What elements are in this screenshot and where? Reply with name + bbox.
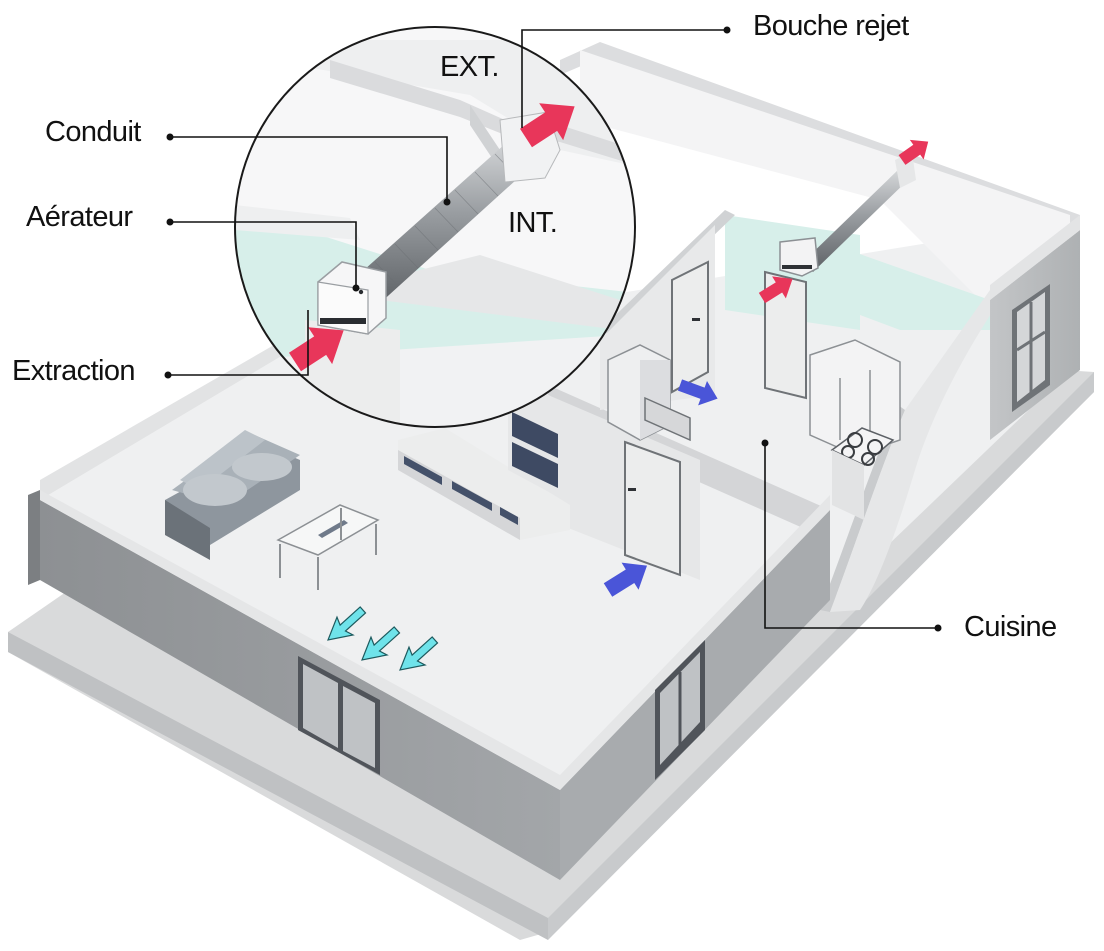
cuisine-label: Cuisine — [964, 611, 1057, 643]
shelf-unit — [508, 390, 578, 498]
back-walls — [40, 42, 1080, 500]
callout-conduit: Conduit — [45, 116, 451, 206]
fresh-air-arrow — [327, 606, 367, 641]
extraction-arrow-kitchen — [758, 276, 793, 304]
sofa — [165, 430, 300, 560]
discharge-arrow-kitchen — [898, 139, 929, 165]
conduit-label: Conduit — [45, 116, 141, 148]
bouche-rejet-label: Bouche rejet — [753, 10, 909, 42]
window-right — [1012, 284, 1050, 412]
right-exterior-wall — [990, 215, 1080, 440]
extraction-label: Extraction — [12, 355, 135, 387]
cooktop — [830, 427, 895, 520]
ext-label: EXT. — [440, 51, 499, 83]
callout-extraction: Extraction — [12, 310, 309, 387]
callout-cuisine: Cuisine — [761, 439, 1057, 643]
int-label: INT. — [508, 207, 557, 239]
extraction-arrow — [289, 327, 344, 372]
transfer-air-arrow-utility — [677, 379, 718, 406]
door-kitchen — [764, 270, 807, 400]
coffee-table — [276, 504, 380, 590]
fresh-air-arrows — [327, 606, 439, 671]
door-utility — [671, 260, 709, 394]
fresh-air-arrow — [399, 636, 439, 671]
discharge-arrow — [520, 103, 575, 148]
callout-aerateur: Aérateur — [26, 201, 360, 292]
fresh-air-arrow — [361, 626, 401, 661]
window-front-right — [655, 640, 705, 780]
aerateur-label: Aérateur — [26, 201, 133, 233]
transfer-air-arrow-living — [603, 562, 648, 597]
door-open-utility — [644, 396, 691, 442]
kitchen-counter — [809, 339, 901, 456]
door-living — [624, 440, 681, 577]
callout-bouche-rejet: Bouche rejet — [521, 10, 910, 128]
window-front-left — [298, 656, 380, 775]
tv-cabinet — [398, 428, 570, 540]
